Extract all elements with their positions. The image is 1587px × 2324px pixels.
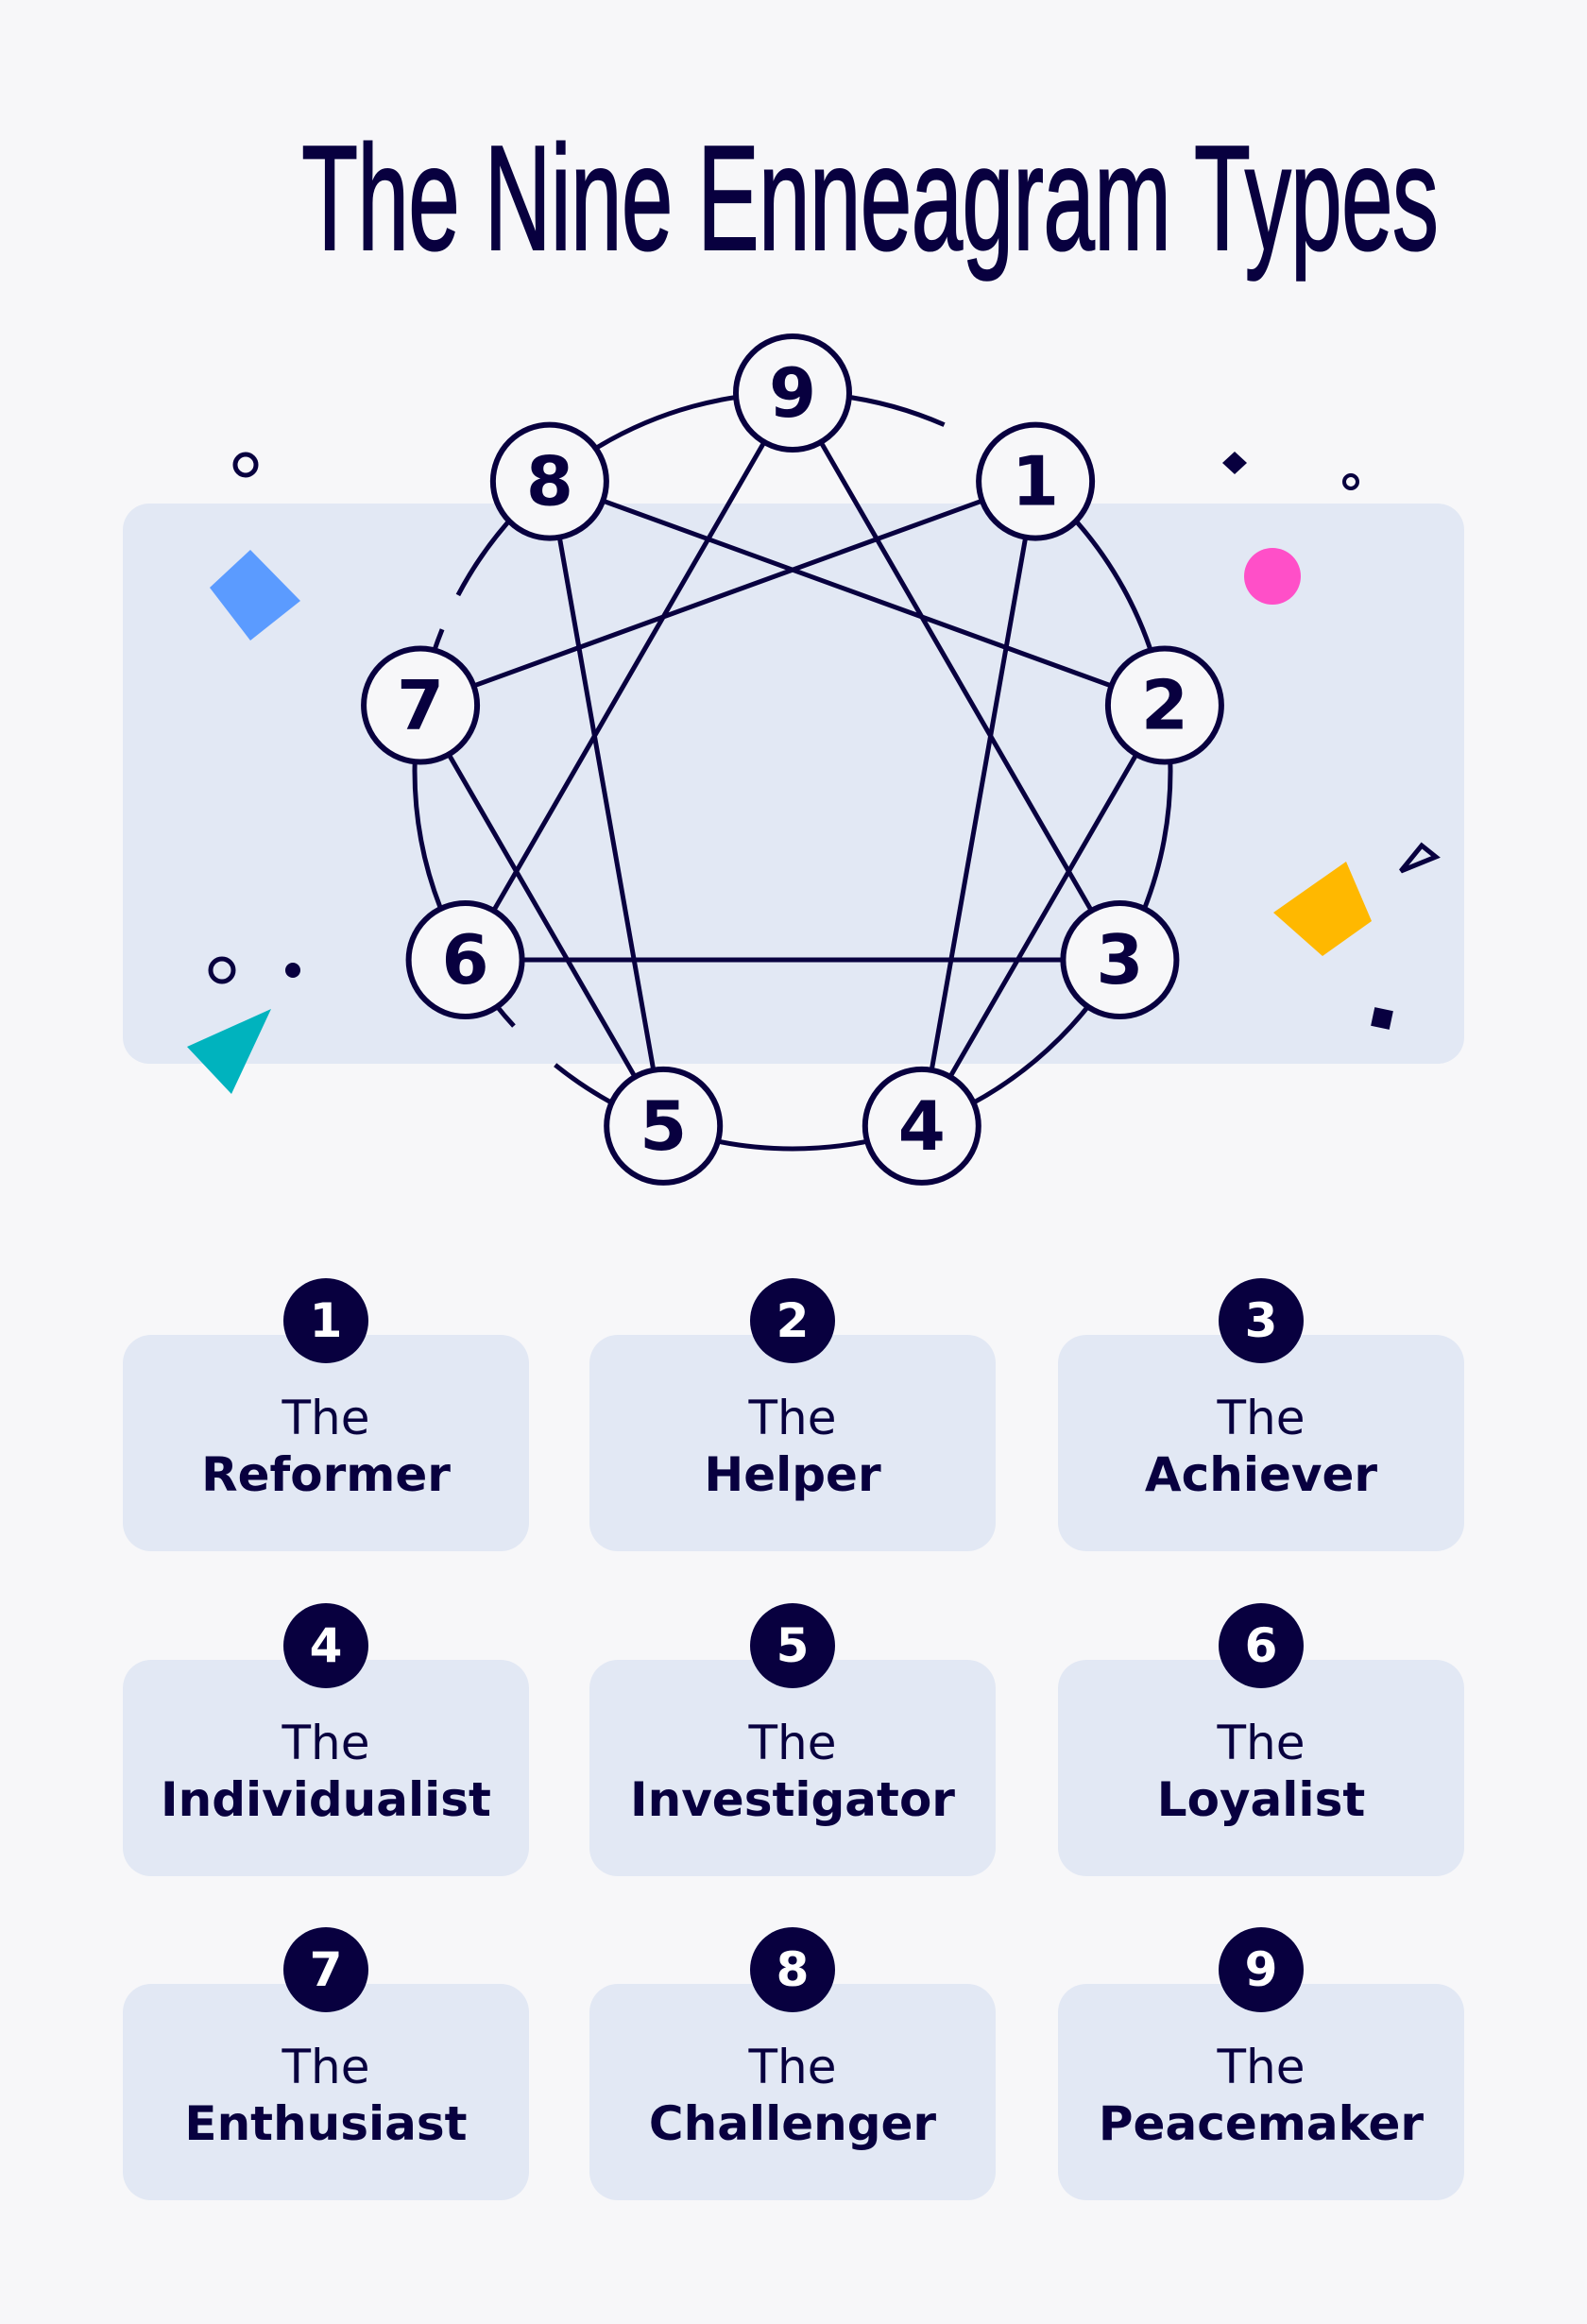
type-prefix: The	[282, 1716, 370, 1770]
node-2: 2	[1104, 645, 1224, 765]
connection-line-8-5	[547, 481, 666, 1127]
type-number-badge: 9	[1219, 1927, 1304, 2012]
yellow-shape-decoration	[1273, 862, 1372, 956]
node-label: 3	[1096, 920, 1143, 1000]
type-prefix: The	[1217, 1716, 1305, 1770]
connection-line-9-3	[790, 391, 1122, 962]
type-name: Individualist	[161, 1772, 491, 1827]
node-circle	[862, 1066, 981, 1186]
node-label: 6	[442, 920, 489, 1000]
node-label: 2	[1141, 666, 1188, 745]
type-nodes: 9 1 2 3 4 5 6 7 8	[361, 333, 1224, 1186]
type-name: Reformer	[201, 1447, 451, 1502]
node-6: 6	[405, 900, 525, 1019]
type-prefix: The	[282, 1391, 370, 1445]
connection-line-5-7	[418, 704, 666, 1128]
type-name: Challenger	[648, 2096, 937, 2151]
type-number-badge: 6	[1219, 1603, 1304, 1688]
node-label: 8	[526, 442, 573, 521]
triangle-outline-decoration	[1399, 842, 1441, 874]
node-circle	[1060, 900, 1180, 1019]
connection-line-1-4	[919, 481, 1038, 1127]
connection-line-7-1	[419, 479, 1036, 708]
type-number-badge: 2	[750, 1278, 835, 1363]
node-4: 4	[862, 1066, 981, 1186]
node-8: 8	[489, 421, 609, 541]
blue-diamond-decoration	[210, 550, 300, 641]
type-prefix: The	[748, 1716, 837, 1770]
node-3: 3	[1060, 900, 1180, 1019]
decorations	[187, 452, 1441, 1094]
connection-line-4-2	[919, 704, 1168, 1128]
type-prefix: The	[748, 1391, 837, 1445]
node-circle	[1104, 645, 1224, 765]
connection-line-6-9	[463, 391, 795, 962]
node-label: 9	[769, 353, 816, 433]
pink-dot-decoration	[1244, 548, 1301, 605]
type-number-badge: 3	[1219, 1278, 1304, 1363]
type-number-badge: 7	[283, 1927, 368, 2012]
type-name: Investigator	[630, 1772, 955, 1827]
node-1: 1	[976, 421, 1096, 541]
page-title: The Nine Enneagram Types	[301, 114, 1440, 282]
connection-lines	[418, 391, 1168, 1128]
node-5: 5	[604, 1066, 724, 1186]
teal-triangle-decoration	[187, 1009, 271, 1094]
enneagram-diagram: 9 1 2 3 4 5 6 7 8	[187, 333, 1441, 1186]
type-name: Enthusiast	[184, 2096, 468, 2151]
node-label: 1	[1012, 442, 1059, 521]
type-number-badge: 4	[283, 1603, 368, 1688]
diagram-background-panel	[123, 504, 1464, 1064]
node-circle	[361, 645, 481, 765]
node-9: 9	[733, 333, 852, 453]
type-number-badge: 1	[283, 1278, 368, 1363]
small-dot-decoration	[285, 963, 300, 978]
type-prefix: The	[282, 2040, 370, 2094]
type-name: Peacemaker	[1098, 2096, 1425, 2151]
node-circle	[604, 1066, 724, 1186]
dark-diamond-decoration	[1222, 452, 1247, 474]
node-circle	[489, 421, 609, 541]
node-circle	[976, 421, 1096, 541]
node-label: 4	[898, 1086, 946, 1166]
node-7: 7	[361, 645, 481, 765]
node-label: 7	[397, 666, 444, 745]
type-prefix: The	[748, 2040, 837, 2094]
node-label: 5	[640, 1086, 687, 1166]
dark-square-decoration	[1371, 1007, 1393, 1030]
type-number-badge: 5	[750, 1603, 835, 1688]
small-ring-decoration	[208, 956, 236, 984]
type-name: Helper	[704, 1447, 881, 1502]
type-prefix: The	[1217, 2040, 1305, 2094]
type-number-badge: 8	[750, 1927, 835, 2012]
connection-line-2-8	[549, 479, 1166, 708]
node-circle	[733, 333, 852, 453]
type-name: Loyalist	[1156, 1772, 1366, 1827]
small-ring-decoration	[232, 452, 259, 478]
node-circle	[405, 900, 525, 1019]
small-ring-decoration	[1342, 473, 1359, 490]
type-name: Achiever	[1144, 1447, 1378, 1502]
type-prefix: The	[1217, 1391, 1305, 1445]
